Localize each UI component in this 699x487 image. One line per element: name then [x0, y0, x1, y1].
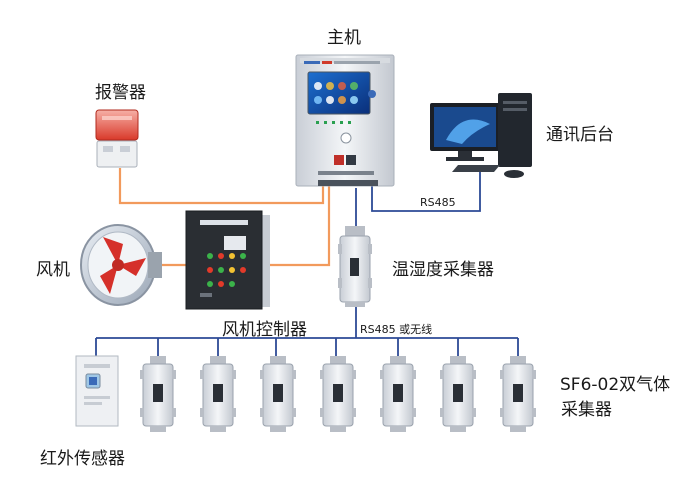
sf6-label-line2: 采集器 — [561, 400, 612, 420]
rs485-backend-label: RS485 — [420, 196, 456, 209]
host-label: 主机 — [327, 28, 361, 48]
alarm-label: 报警器 — [95, 83, 146, 103]
sf6-collectors — [140, 356, 536, 432]
alarm-device — [95, 109, 139, 168]
host-unit — [295, 54, 395, 187]
sf6-collector — [200, 356, 236, 432]
sf6-collector — [440, 356, 476, 432]
temp-humidity-label: 温湿度采集器 — [392, 260, 494, 280]
fan-controller-cabinet — [185, 210, 270, 310]
temp-humidity-collector — [338, 226, 372, 307]
sf6-collector — [320, 356, 356, 432]
fan-controller-label: 风机控制器 — [222, 320, 307, 340]
sf6-collector — [500, 356, 536, 432]
sf6-collector — [380, 356, 416, 432]
sf6-label-line1: SF6-02双气体 — [560, 375, 671, 395]
sf6-collector — [140, 356, 176, 432]
comm-backend-pc — [430, 93, 532, 178]
blue-wiring — [95, 170, 519, 356]
fan-device — [80, 224, 162, 306]
rs485-wireless-label: RS485 或无线 — [360, 322, 432, 336]
fan-label: 风机 — [36, 260, 70, 280]
comm-backend-label: 通讯后台 — [546, 125, 614, 145]
infrared-sensor-label: 红外传感器 — [40, 449, 125, 469]
sf6-collector — [260, 356, 296, 432]
infrared-sensor — [75, 355, 119, 427]
